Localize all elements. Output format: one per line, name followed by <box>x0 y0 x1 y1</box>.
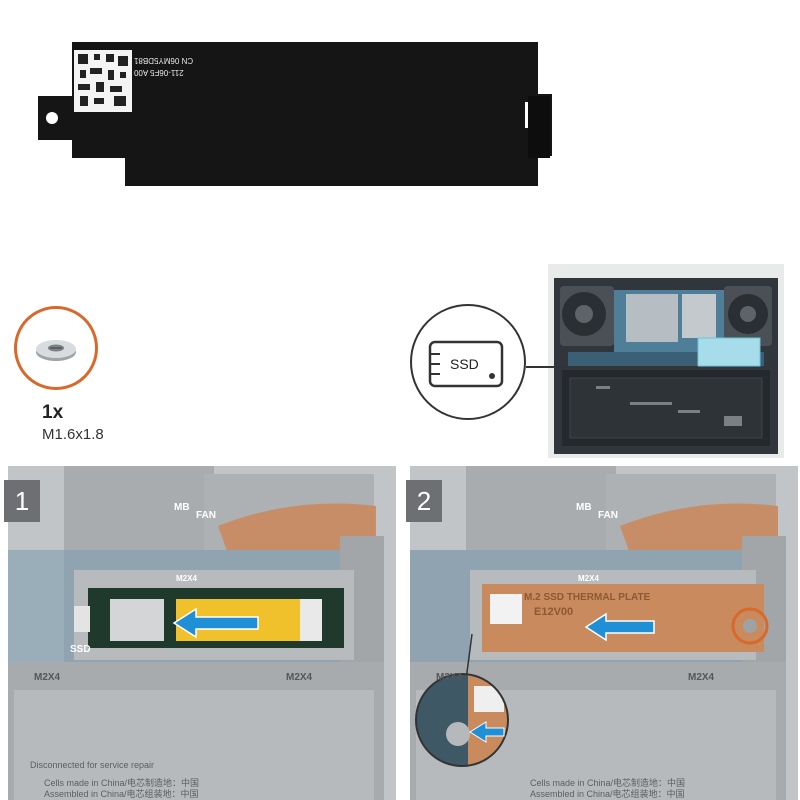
callout-leader-line <box>526 366 698 368</box>
screw-icon <box>36 340 76 361</box>
step-2-label-fan: FAN <box>598 510 618 521</box>
step-1-label-fan: FAN <box>196 510 216 521</box>
laptop-bottom-drawing <box>548 264 784 458</box>
step-1-cells-line2: Assembled in China/电芯组装地：中国 <box>44 789 199 799</box>
step-1-label-mb: MB <box>174 502 190 513</box>
screw-icon-circle <box>14 306 98 390</box>
ssd-callout-text: SSD <box>450 356 479 372</box>
step-2-plate-text1: M.2 SSD THERMAL PLATE <box>524 592 651 603</box>
step-1-cells-line1: Cells made in China/电芯制造地：中国 <box>44 778 200 788</box>
ssd-thermal-plate: CN 06MY5DB81 211-06F5 A00 <box>28 38 568 190</box>
step-2-slide-arrow-icon <box>584 612 655 642</box>
step-2-label-m2x4-small: M2X4 <box>578 574 599 583</box>
ssd-callout-circle: SSD <box>410 304 526 420</box>
screw-spec: M1.6x1.8 <box>42 426 104 443</box>
step-1-scene <box>4 466 396 800</box>
step-1-panel: 1 MB FAN M2X4 SSD M2X4 M2X4 Disconnected… <box>4 466 396 800</box>
step-1-label-m2x4-small: M2X4 <box>176 574 197 583</box>
step-1-label-m2x4-left: M2X4 <box>34 672 61 683</box>
step-1-label-ssd: SSD <box>70 644 91 655</box>
step-2-cells-line2: Assembled in China/电芯组装地：中国 <box>530 789 685 799</box>
step-2-zoom-inset <box>415 673 509 767</box>
step-2-cells-line1: Cells made in China/电芯制造地：中国 <box>530 778 686 788</box>
step-1-label-m2x4-right: M2X4 <box>286 672 313 683</box>
plate-label-line1: CN 06MY5DB81 <box>134 56 194 65</box>
step-2-label-m2x4-left: M2X4 <box>436 672 463 683</box>
plate-label-line2: 211-06F5 A00 <box>134 68 184 77</box>
step-1-number: 1 <box>4 480 40 522</box>
screw-quantity: 1x <box>42 402 64 423</box>
step-2-label-m2x4-right: M2X4 <box>688 672 715 683</box>
step-1-disconnect-text: Disconnected for service repair <box>30 760 155 770</box>
step-2-number: 2 <box>406 480 442 522</box>
step-2-scene <box>406 466 798 800</box>
step-2-label-mb: MB <box>576 502 592 513</box>
step-2-plate-text2: E12V00 <box>534 606 574 618</box>
ssd-drive-icon <box>428 340 504 388</box>
laptop-locator-image <box>548 264 784 458</box>
step-1-insert-arrow-icon <box>172 607 259 639</box>
step-2-panel: M.2 SSD THERMAL PLATE E12V00 2 MB FAN M2… <box>406 466 798 800</box>
thermal-plate-drawing <box>38 42 552 186</box>
